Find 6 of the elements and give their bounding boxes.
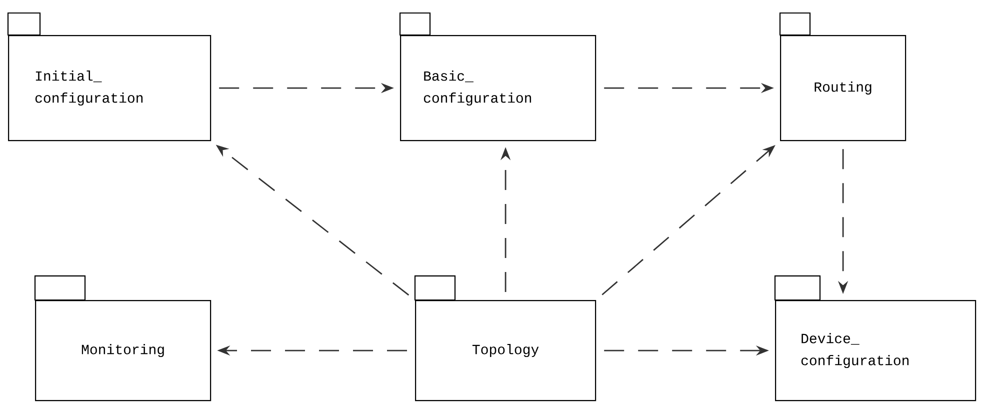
package-box: Basic_ configuration [399,12,596,142]
package-box: Initial_ configuration [7,12,212,142]
package-box: Routing [779,12,906,142]
package-box: Topology [414,275,596,402]
package-box: Monitoring [34,275,212,402]
package-box: Device_ configuration [774,275,976,402]
